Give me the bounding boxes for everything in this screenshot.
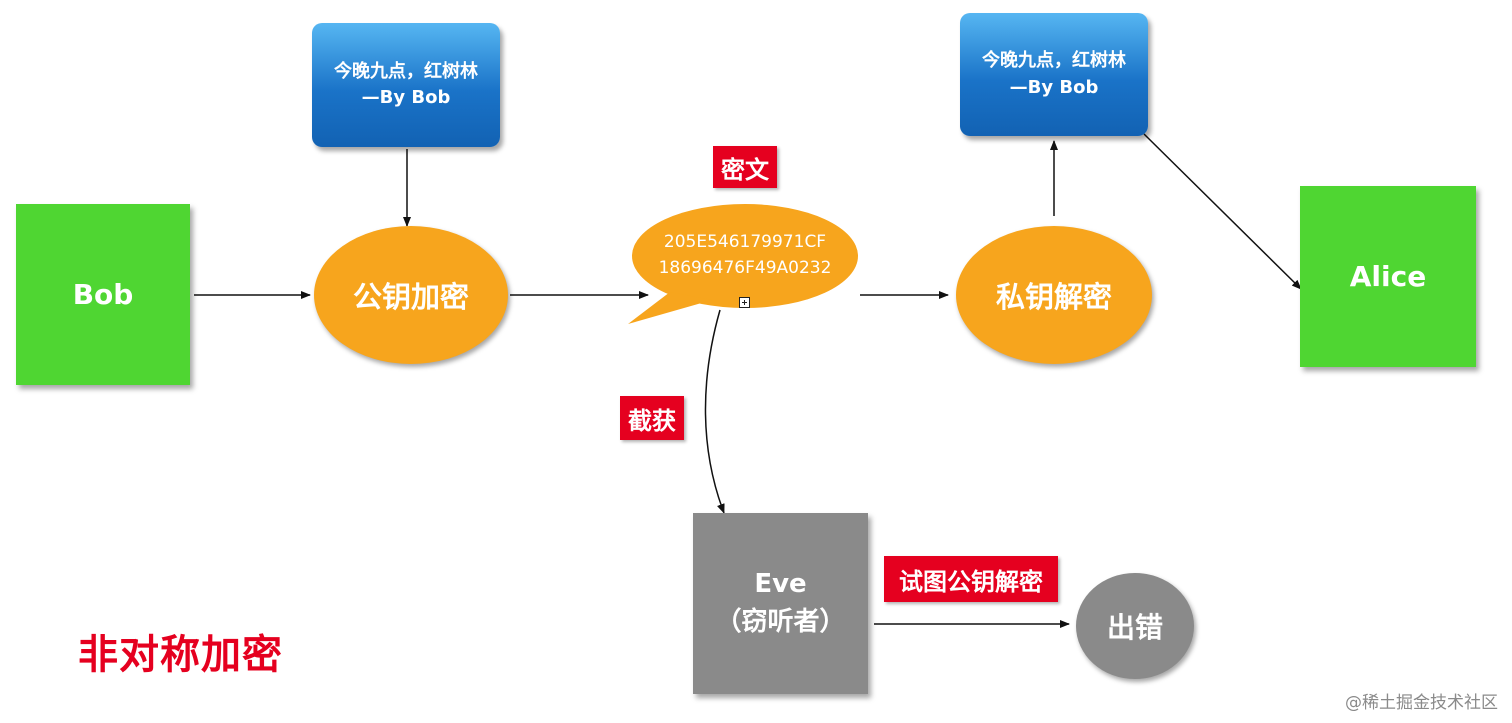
ciphertext-tag-label: 密文	[721, 155, 769, 184]
arrow-intercept-to-eve	[704, 309, 725, 514]
attempt-decrypt-tag: 试图公钥解密	[884, 556, 1058, 602]
ciphertext-tag: 密文	[713, 146, 777, 188]
intercept-tag: 截获	[620, 396, 684, 440]
alice-node: Alice	[1300, 186, 1476, 367]
bob-label: Bob	[72, 278, 134, 311]
eve-name: Eve	[754, 568, 807, 599]
diagram-title: 非对称加密	[78, 632, 283, 678]
ciphertext-content: 205E546179971CF 18696476F49A0232	[632, 230, 858, 281]
plaintext-right-line2: —By Bob	[1009, 76, 1099, 98]
bob-node: Bob	[16, 204, 190, 385]
plaintext-left-line1: 今晚九点，红树林	[334, 60, 478, 82]
public-key-encrypt-node: 公钥加密	[314, 226, 508, 364]
ciphertext-line1: 205E546179971CF	[663, 232, 827, 252]
private-key-decrypt-node: 私钥解密	[956, 226, 1152, 364]
intercept-tag-label: 截获	[628, 406, 676, 435]
expand-plus-icon[interactable]	[739, 297, 750, 308]
error-label: 出错	[1106, 611, 1163, 644]
public-key-encrypt-label: 公钥加密	[352, 280, 469, 314]
arrow-plaintext-to-alice	[1143, 133, 1302, 290]
eve-node: Eve （窃听者）	[693, 513, 868, 694]
alice-label: Alice	[1349, 260, 1427, 293]
attempt-decrypt-tag-label: 试图公钥解密	[899, 567, 1043, 596]
plaintext-left-line2: —By Bob	[361, 87, 451, 108]
eve-role: （窃听者）	[715, 606, 846, 637]
plaintext-box-right: 今晚九点，红树林 —By Bob	[960, 13, 1148, 136]
ciphertext-bubble	[628, 204, 858, 324]
private-key-decrypt-label: 私钥解密	[995, 280, 1112, 314]
plaintext-box-left: 今晚九点，红树林 —By Bob	[312, 23, 500, 147]
error-node: 出错	[1076, 573, 1194, 679]
plaintext-right-line1: 今晚九点，红树林	[982, 50, 1126, 72]
ciphertext-line2: 18696476F49A0232	[658, 257, 832, 278]
watermark: @稀土掘金技术社区	[1345, 693, 1498, 713]
